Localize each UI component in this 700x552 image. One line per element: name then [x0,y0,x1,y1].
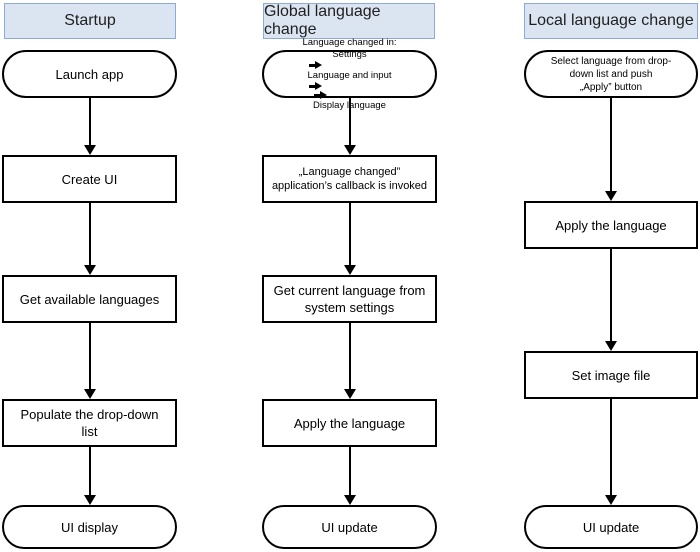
flow-arrow-line [89,323,91,389]
local-apply-language-label: Apply the language [555,217,667,233]
right-arrow-icon [308,81,322,91]
right-arrow-icon [314,90,328,100]
launch-app-label: Launch app [55,66,124,82]
get-available-languages-label: Get available languages [19,291,160,307]
down-arrow-icon [84,145,96,155]
get-current-language-line2: system settings [304,300,395,315]
ui-display-label: UI display [60,519,119,535]
flow-arrow-line [610,399,612,495]
global-language-change-header: Global language change [263,3,435,39]
local-ui-update-node: UI update [524,505,698,549]
flow-arrow-line [610,249,612,341]
flow-arrow-line [349,203,351,265]
startup-header: Startup [4,3,176,39]
callback-invoked-node: „Language changed” application’s callbac… [262,155,437,203]
populate-dropdown-label-line1: Populate the drop-down [20,407,159,422]
down-arrow-icon [344,265,356,275]
flow-arrow-line [349,323,351,389]
global-apply-language-node: Apply the language [262,399,437,447]
get-current-language-line1: Get current language from [273,283,426,298]
down-arrow-icon [344,495,356,505]
down-arrow-icon [84,265,96,275]
down-arrow-icon [84,495,96,505]
global-ui-update-node: UI update [262,505,437,549]
select-language-node: Select language from drop- down list and… [524,50,698,98]
local-ui-update-label: UI update [582,519,640,535]
down-arrow-icon [605,341,617,351]
populate-dropdown-node: Populate the drop-down list [2,399,177,447]
create-ui-label: Create UI [61,171,118,187]
set-image-file-node: Set image file [524,351,698,399]
settings-label: Settings [332,48,367,60]
language-and-input-label: Language and input [307,69,392,81]
get-current-language-node: Get current language from system setting… [262,275,437,323]
local-apply-language-node: Apply the language [524,201,698,249]
callback-label-line2: application’s callback is invoked [271,180,428,192]
global-ui-update-label: UI update [321,519,378,535]
flow-arrow-line [349,98,351,145]
local-language-change-header: Local language change [524,3,698,39]
create-ui-node: Create UI [2,155,177,203]
flow-arrow-line [89,203,91,265]
flow-arrow-line [89,447,91,495]
callback-label-line1: „Language changed” [298,166,401,178]
select-language-line2: down list and push [569,68,653,80]
get-available-languages-node: Get available languages [2,275,177,323]
flow-arrow-line [89,98,91,145]
language-changed-in-label: Language changed in: [302,36,397,48]
select-language-line3: „Apply” button [579,81,643,93]
launch-app-node: Launch app [2,50,177,98]
select-language-line1: Select language from drop- [550,55,672,67]
global-apply-language-label: Apply the language [293,415,406,431]
populate-dropdown-label-line2: list [81,424,98,439]
right-arrow-icon [308,60,322,70]
ui-display-node: UI display [2,505,177,549]
down-arrow-icon [344,145,356,155]
down-arrow-icon [84,389,96,399]
set-image-file-label: Set image file [571,367,651,383]
down-arrow-icon [605,191,617,201]
flow-arrow-line [610,98,612,191]
down-arrow-icon [344,389,356,399]
down-arrow-icon [605,495,617,505]
flow-arrow-line [349,447,351,495]
